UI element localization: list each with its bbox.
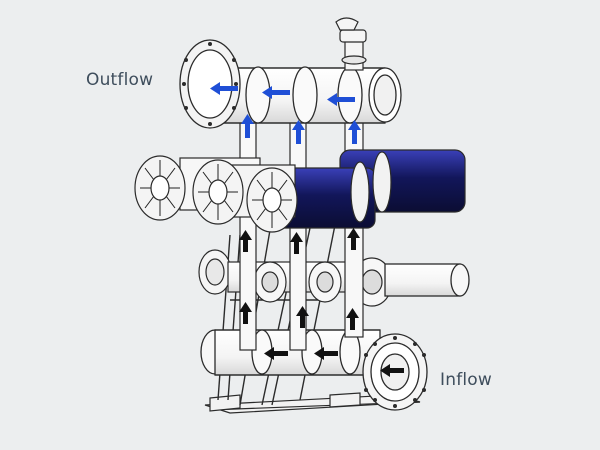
outflow-flange — [179, 39, 241, 129]
flow-arrow-icon — [290, 232, 303, 254]
flow-arrow-icon — [210, 82, 238, 95]
inflow-label: Inflow — [440, 370, 493, 390]
outflow-label: Outflow — [86, 70, 154, 90]
flow-arrow-icon — [264, 347, 288, 360]
flow-arrow-icon — [262, 86, 290, 99]
filter-cap-3 — [246, 167, 298, 233]
flow-arrow-icon — [239, 230, 252, 252]
drain-pipe — [384, 263, 470, 297]
filter-cap-1 — [134, 155, 186, 221]
flow-arrow-icon — [346, 308, 359, 330]
inflow-arrows — [239, 228, 404, 377]
flow-arrow-icon — [348, 120, 361, 144]
clamp-rings — [350, 151, 392, 223]
flow-arrow-icon — [327, 93, 355, 106]
support-legs — [217, 224, 336, 406]
flow-arrow-icon — [314, 347, 338, 360]
flow-arrow-icon — [241, 114, 254, 138]
flow-arrow-icon — [292, 120, 305, 144]
flow-arrow-icon — [380, 364, 404, 377]
flow-arrow-icon — [239, 302, 252, 324]
flow-arrow-icon — [296, 306, 309, 328]
flow-arrow-icon — [347, 228, 360, 250]
air-release-valve — [335, 17, 367, 71]
filter-cap-2 — [192, 159, 244, 225]
outflow-arrows — [210, 82, 361, 144]
